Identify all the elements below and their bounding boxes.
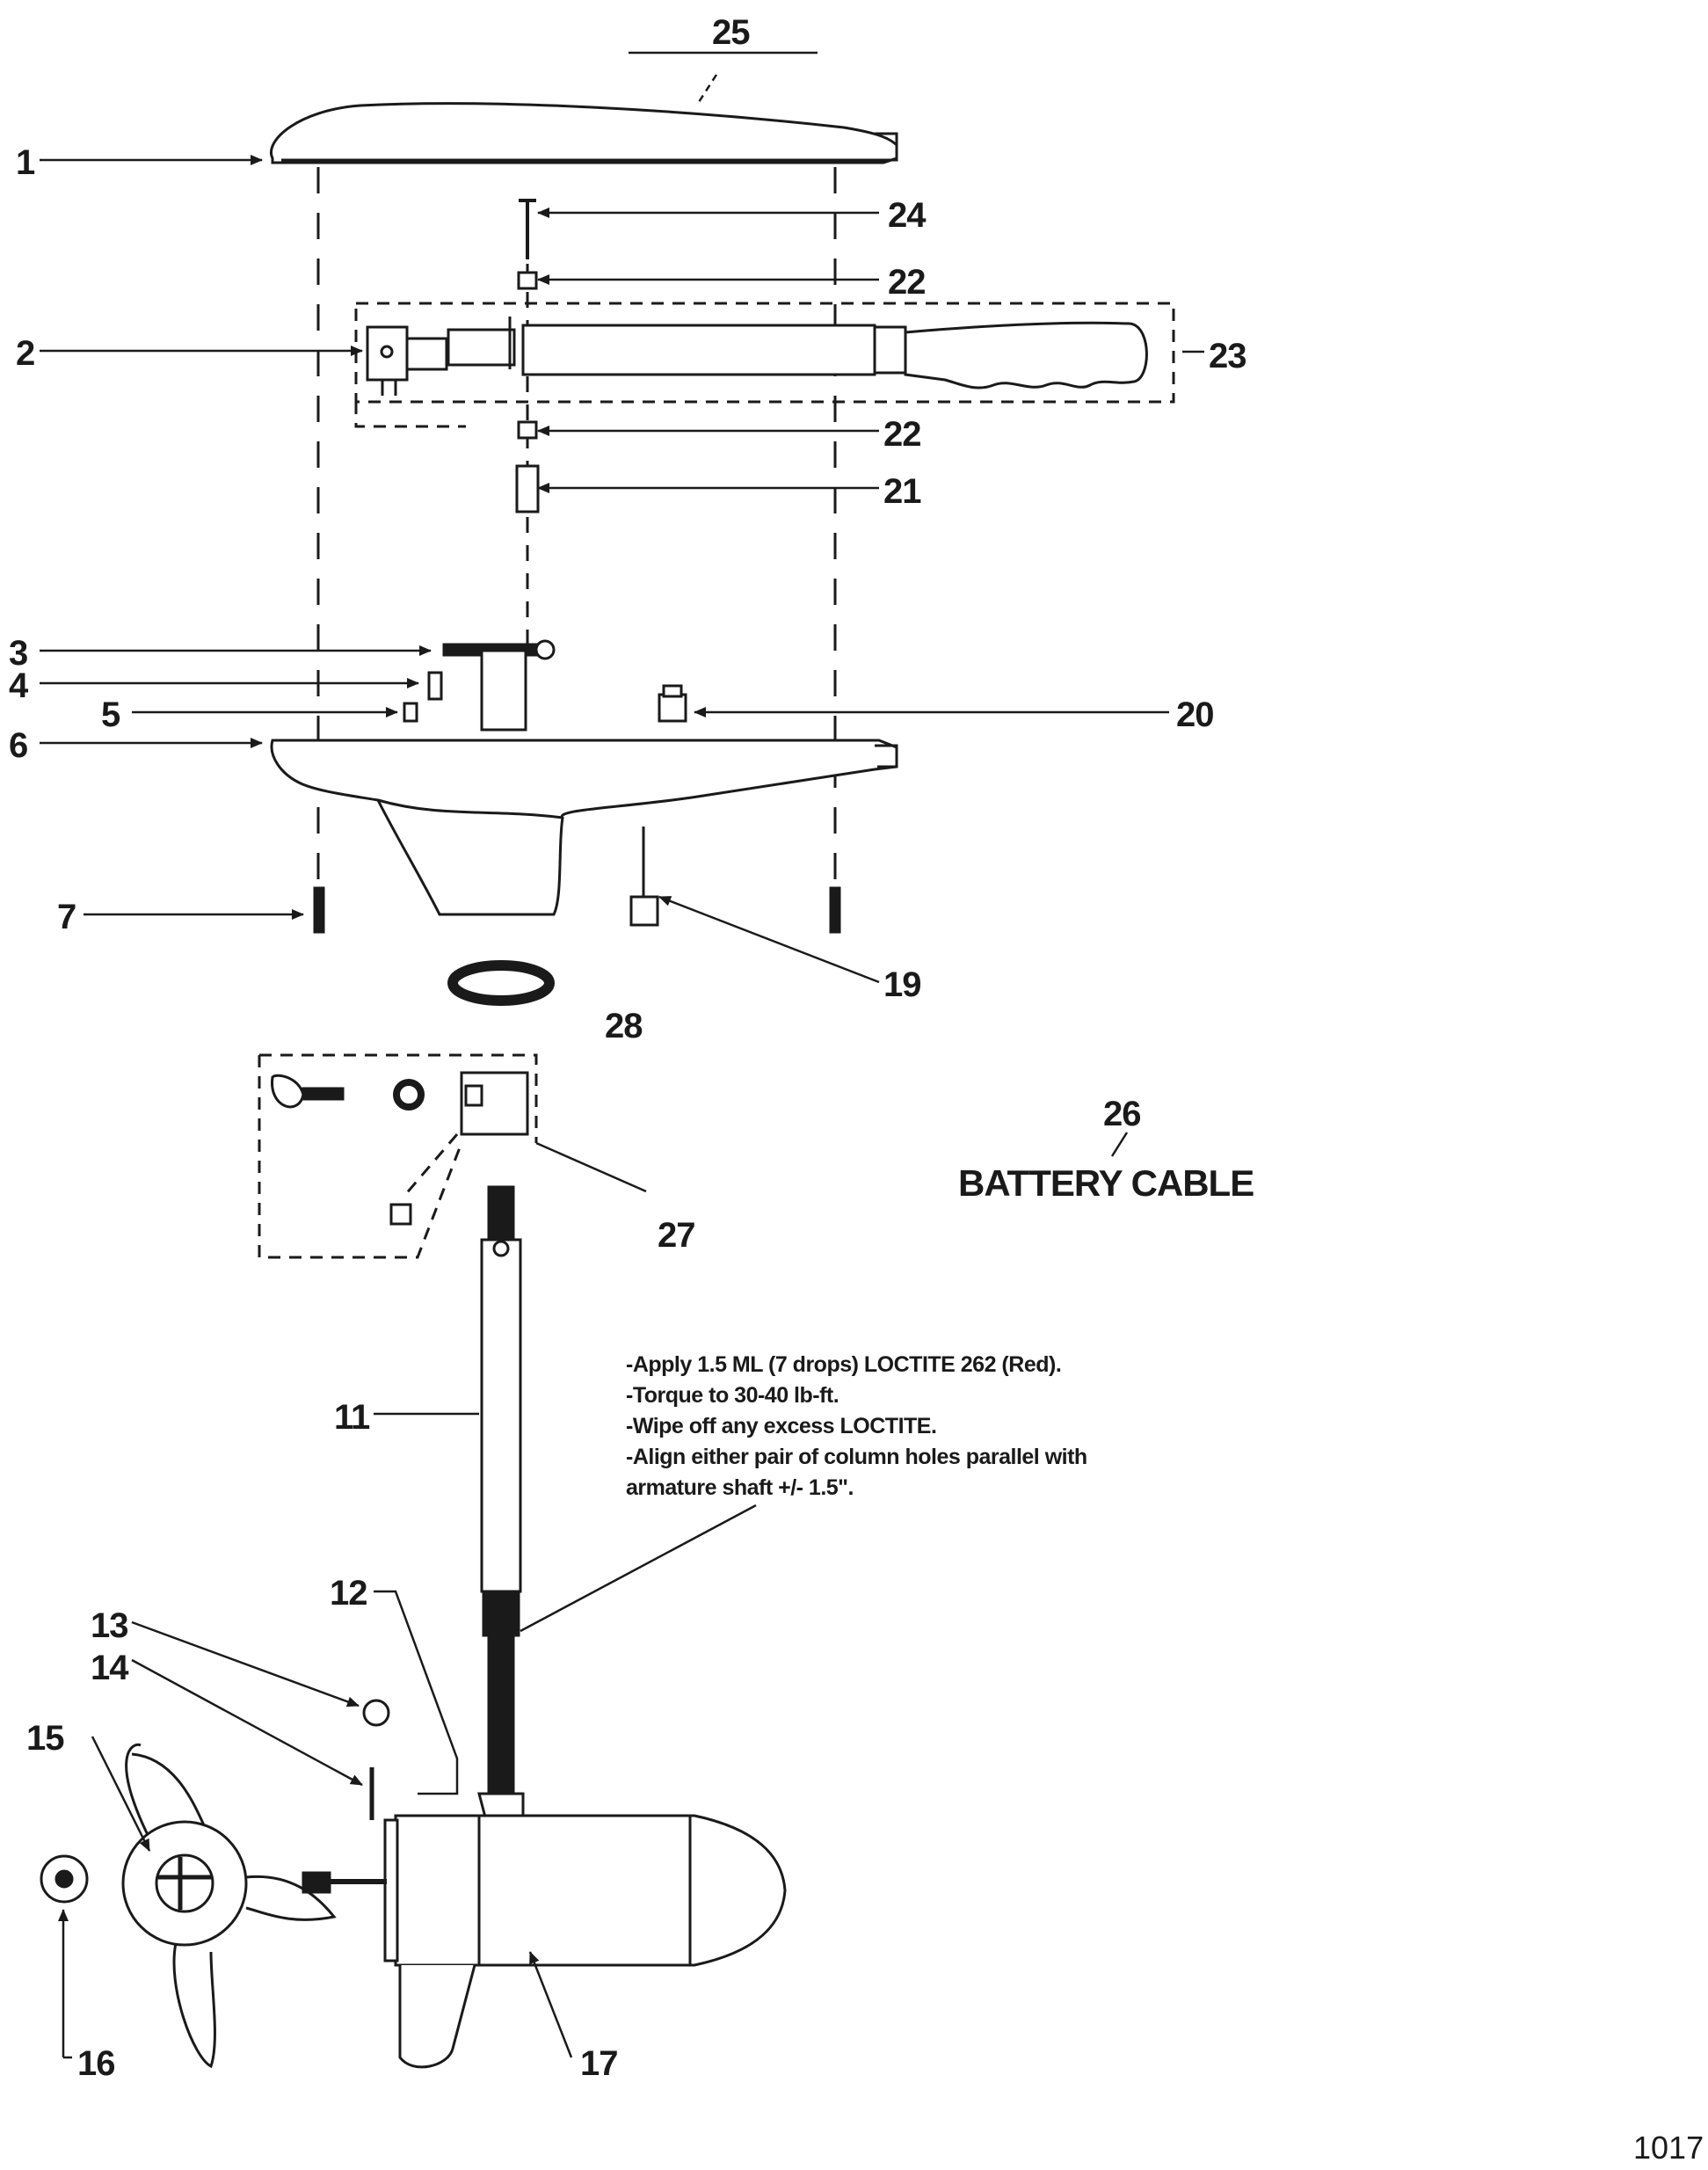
grommet-part-20	[658, 684, 687, 723]
callout-13: 13	[91, 1606, 128, 1645]
motor-unit-part-17	[383, 1792, 787, 2069]
control-part-2	[366, 325, 448, 396]
propeller-part-15	[121, 1743, 337, 2069]
callout-11: 11	[334, 1398, 370, 1437]
callout-28: 28	[605, 1007, 643, 1045]
pivot-bracket-part-4	[427, 649, 527, 732]
spacer-part-21	[515, 464, 540, 513]
callout-19: 19	[883, 965, 921, 1004]
callout-4: 4	[9, 666, 29, 705]
callout-17: 17	[580, 2044, 618, 2083]
page-number: 1017	[1633, 2130, 1704, 2166]
callout-14: 14	[91, 1649, 129, 1687]
loctite-note-line-3: -Wipe off any excess LOCTITE.	[626, 1414, 936, 1438]
washer-part-13	[362, 1699, 390, 1727]
callout-25: 25	[712, 13, 750, 52]
loctite-note-line-5: armature shaft +/- 1.5".	[626, 1475, 854, 1500]
top-cover-part	[270, 102, 898, 164]
screw-part-24	[519, 199, 536, 259]
callout-20: 20	[1176, 695, 1214, 734]
loctite-note-line-1: -Apply 1.5 ML (7 drops) LOCTITE 262 (Red…	[626, 1352, 1061, 1377]
loctite-note-line-4: -Align either pair of column holes paral…	[626, 1445, 1087, 1469]
callout-12: 12	[330, 1574, 367, 1613]
nut-part-22-upper	[517, 271, 538, 290]
nut-part-22-lower	[517, 420, 538, 440]
callout-16: 16	[77, 2044, 115, 2083]
loctite-note-line-2: -Torque to 30-40 lb-ft.	[626, 1383, 839, 1408]
callout-1: 1	[16, 143, 35, 182]
callout-23: 23	[1209, 337, 1246, 375]
battery-cable-label: BATTERY CABLE	[958, 1162, 1254, 1204]
callout-15: 15	[26, 1719, 64, 1758]
tiller-handle-part-23	[354, 302, 1175, 428]
callout-24: 24	[888, 196, 927, 235]
callout-3: 3	[9, 634, 27, 673]
callout-5: 5	[101, 695, 120, 734]
lower-housing-part-6	[270, 739, 898, 927]
callout-7: 7	[57, 898, 76, 936]
callout-21: 21	[883, 472, 921, 511]
callout-22-upper: 22	[888, 263, 926, 302]
callout-2: 2	[16, 334, 34, 373]
washer-part-5	[403, 702, 418, 723]
prop-nut-part-16	[40, 1854, 89, 1904]
column-part-11	[480, 1185, 522, 1795]
o-ring-part-28	[447, 960, 555, 1006]
callout-26: 26	[1103, 1095, 1141, 1133]
collar-assembly-part-27	[258, 1053, 538, 1259]
callout-27: 27	[658, 1216, 695, 1255]
callout-6: 6	[9, 726, 27, 765]
callout-22-lower: 22	[883, 415, 921, 454]
screw-part-7	[313, 886, 841, 934]
